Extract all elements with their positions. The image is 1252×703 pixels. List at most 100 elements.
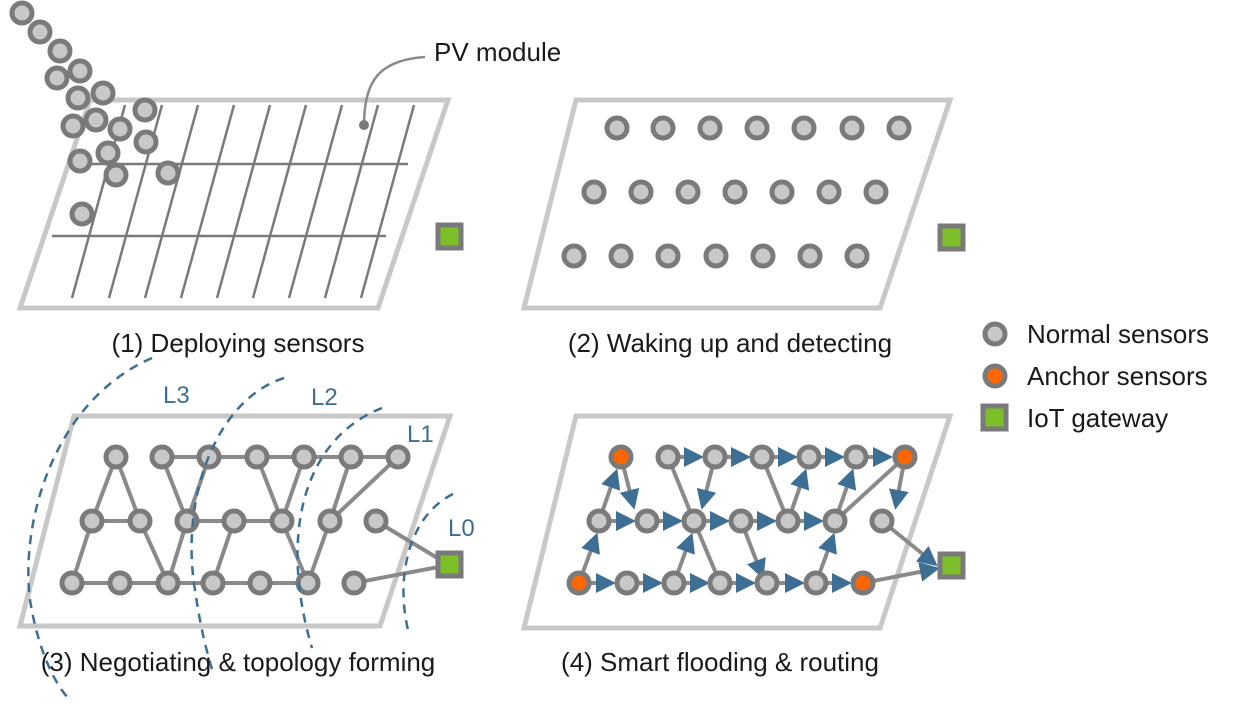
legend-label: Anchor sensors [1027, 361, 1208, 391]
sensor-node [634, 508, 660, 534]
panel-flooding: (4) Smart flooding & routing [520, 413, 966, 677]
sensor-node [244, 444, 270, 470]
level-arc-l1 [296, 406, 383, 649]
sensor-node [107, 570, 133, 596]
sensor-node [83, 107, 109, 133]
pv-module-callout-dot [359, 120, 369, 130]
routing-nodes [566, 444, 918, 596]
sensor-node [775, 508, 801, 534]
sensor-node [839, 115, 865, 141]
sensor-node [133, 129, 159, 155]
sensor-node [697, 115, 723, 141]
iot-gateway [937, 551, 966, 580]
sensor-node [707, 570, 733, 596]
level-label-l2: L2 [311, 384, 338, 411]
sensor-node [90, 80, 116, 106]
sensor-node [769, 179, 795, 205]
sensor-node [803, 570, 829, 596]
sensor-node [702, 444, 728, 470]
sensor-node [155, 160, 181, 186]
level-arcs [27, 356, 454, 701]
sensor-node [79, 508, 105, 534]
sensor-node [149, 444, 175, 470]
iot-gateway [435, 550, 464, 579]
sensor-node [816, 179, 842, 205]
sensor-node [127, 508, 153, 534]
level-arc-l2 [190, 376, 285, 673]
sensor-node [722, 179, 748, 205]
sensor-node [103, 444, 129, 470]
sensor-node [744, 115, 770, 141]
sensor-node [655, 444, 681, 470]
sensor-node [132, 97, 158, 123]
sensor-node [869, 508, 895, 534]
sensor-node [363, 508, 389, 534]
sensor-node [155, 570, 181, 596]
sensor-node [247, 570, 273, 596]
legend-label: Normal sensors [1027, 319, 1209, 349]
level-label-l0: L0 [448, 515, 475, 542]
sensor-node [67, 58, 93, 84]
panel-waking: (2) Waking up and detecting [520, 97, 966, 358]
iot-gateway [435, 222, 464, 251]
sensor-node [749, 444, 775, 470]
iot-gateway [937, 223, 966, 252]
pv-module-label: PV module [434, 37, 561, 67]
sensor-node [728, 508, 754, 534]
falling-sensors [9, 0, 181, 227]
sensor-node [9, 0, 35, 26]
sensor-node [60, 113, 86, 139]
sensor-node [561, 243, 587, 269]
sensor-node [338, 444, 364, 470]
sensor-grid [561, 115, 912, 269]
sensor-node [844, 243, 870, 269]
panel-caption: (4) Smart flooding & routing [561, 647, 879, 677]
sensor-node [843, 444, 869, 470]
sensor-node [886, 115, 912, 141]
sensor-node [675, 179, 701, 205]
sensor-node [47, 38, 73, 64]
pv-module-panel [16, 97, 452, 311]
sensor-node [341, 570, 367, 596]
sensor-node [608, 243, 634, 269]
sensor-node [796, 444, 822, 470]
panel-caption: (1) Deploying sensors [112, 328, 365, 358]
panel-caption: (2) Waking up and detecting [568, 328, 892, 358]
sensor-node [797, 243, 823, 269]
level-arc-l0 [402, 492, 454, 631]
anchor-sensor-node [892, 444, 918, 470]
sensor-node [703, 243, 729, 269]
sensor-node [628, 179, 654, 205]
sensor-node [103, 162, 129, 188]
anchor-sensor-node [850, 570, 876, 596]
legend: Normal sensors Anchor sensors IoT gatewa… [980, 319, 1209, 433]
legend-label: IoT gateway [1027, 403, 1168, 433]
sensor-node [863, 179, 889, 205]
sensor-node [59, 570, 85, 596]
sensor-node [650, 115, 676, 141]
pv-module-grid [52, 104, 416, 299]
level-label-l1: L1 [407, 421, 434, 448]
sensor-node [581, 179, 607, 205]
panel-caption: (3) Negotiating & topology forming [41, 647, 436, 677]
sensor-node [107, 116, 133, 142]
topology-nodes [59, 444, 411, 596]
sensor-node [681, 508, 707, 534]
sensor-node [655, 243, 681, 269]
sensor-node [269, 508, 295, 534]
sensor-node [791, 115, 817, 141]
sensor-node [614, 570, 640, 596]
sensor-node [750, 243, 776, 269]
pv-module-callout-line [362, 55, 426, 126]
sensor-node [604, 115, 630, 141]
sensor-node [200, 570, 226, 596]
panel-deploying: PV module (1) Deploying sensors [9, 0, 561, 358]
sensor-node [27, 19, 53, 45]
sensor-node [67, 148, 93, 174]
sensor-node [317, 508, 343, 534]
sensor-node [65, 85, 91, 111]
sensor-node [385, 444, 411, 470]
level-label-l3: L3 [163, 382, 190, 409]
normal-sensor-icon [982, 321, 1008, 347]
